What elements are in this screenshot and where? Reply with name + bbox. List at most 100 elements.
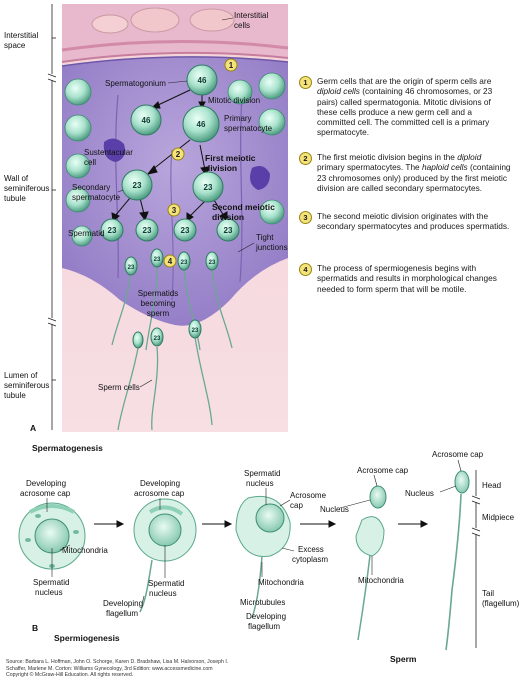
cell-number-46: 46 [142, 116, 151, 125]
step-text-segment: (containing 23 chromosomes only) produce… [317, 162, 511, 193]
developing-flagellum-label-1: Developing [103, 599, 143, 608]
spermiogenesis-stage-3 [235, 496, 291, 619]
interstitial-cells [91, 7, 235, 34]
cell-number-23: 23 [204, 183, 213, 192]
badge-text: 2 [176, 150, 181, 159]
spermatid-nucleus-label-2: nucleus [35, 588, 63, 597]
secondary-spermatocyte-label-2: spermatocyte [72, 193, 121, 202]
primary-spermatocyte-label-2: spermatocyte [224, 124, 273, 133]
cell-number-23: 23 [143, 226, 152, 235]
acrosome-cap-label: Acrosome cap [357, 466, 409, 475]
step-text-segment: The process of spermiogenesis begins wit… [317, 263, 497, 294]
elongating-spermatids [111, 264, 233, 431]
developing-acrosome-cap-label-1: Developing [140, 479, 180, 488]
source-line-1: Source: Barbara L. Hoffman, John O. Scho… [6, 659, 229, 665]
cell-number-23: 23 [133, 181, 142, 190]
sustentacular-cell-label-2: cell [84, 158, 96, 167]
spermatid-cell [216, 218, 240, 242]
step-4: 4 The process of spermiogenesis begins w… [299, 263, 511, 294]
spermiogenesis-stage-1 [18, 502, 86, 570]
source-line-2: Schaffer, Marlene M. Corton: Williams Gy… [6, 665, 213, 672]
germ-cells: 46 46 46 23 23 23 23 23 23 [100, 64, 240, 242]
cell-number-46: 46 [198, 76, 207, 85]
first-meiotic-label-1: First meiotic [205, 153, 256, 163]
sustentacular-cell-label-1: Sustentacular [84, 148, 133, 157]
tissue-labels: Interstitial cells Spermatogonium Mitoti… [68, 11, 288, 392]
spermatids-becoming-sperm-label-3: sperm [147, 309, 170, 318]
step-badge: 2 [299, 152, 312, 165]
step-text-segment: diploid [457, 152, 482, 162]
step-3-text: The second meiotic division originates w… [317, 211, 511, 232]
lumen-label-3: tubule [4, 391, 26, 400]
spermiogenesis-stage-2 [133, 498, 197, 613]
panel-b-title: Spermatogenesis [32, 443, 103, 453]
cell-number-23: 23 [128, 265, 135, 271]
nucleus-label: Nucleus [320, 505, 349, 514]
spermatid-cell [135, 218, 159, 242]
spermatid-nucleus-label-2: nucleus [149, 589, 177, 598]
wall-label-2: seminiferous [4, 184, 49, 193]
spermatogonium-cell [186, 64, 218, 96]
interstitial-space-label-1: Interstitial [4, 31, 38, 40]
secondary-spermatocyte-cell [121, 169, 153, 201]
mitochondria-label: Mitochondria [258, 578, 304, 587]
second-meiotic-label-2: division [212, 212, 244, 222]
developing-flagellum-label-1: Developing [246, 612, 286, 621]
step-1: 1 Germ cells that are the origin of sper… [299, 76, 511, 138]
mitotic-division-label: Mitotic division [208, 96, 260, 105]
spermatid-nucleus-label-1: Spermatid [244, 469, 280, 478]
step-4-text: The process of spermiogenesis begins wit… [317, 263, 511, 294]
nucleus-label: Nucleus [405, 489, 434, 498]
step-text-segment: haploid cells [421, 162, 468, 173]
seminiferous-tubule-illustration [61, 4, 289, 432]
step-2-text: The first meiotic division begins in the… [317, 152, 511, 193]
step-text-segment: The first meiotic division begins in the [317, 152, 458, 162]
sperm-label: Sperm [390, 654, 417, 664]
developing-acrosome-cap-label-2: acrosome cap [20, 489, 71, 498]
background-cells [64, 72, 286, 247]
side-labels: Interstitial space Wall of seminiferous … [4, 31, 49, 433]
step-2: 2 The first meiotic division begins in t… [299, 152, 511, 193]
spermatid-cell [173, 218, 197, 242]
spermatid-nucleus-label-2: nucleus [246, 479, 274, 488]
step-text-segment: The second meiotic division originates w… [317, 211, 510, 232]
step-text-segment: Germ cells that are the origin of sperm … [317, 76, 492, 86]
tail-label-1: Tail [482, 589, 494, 598]
lumen-label-1: Lumen of [4, 371, 38, 380]
region-brackets [47, 4, 57, 430]
spermatids-becoming-sperm-label-2: becoming [141, 299, 176, 308]
interstitial-cells-label-2: cells [234, 21, 250, 30]
interstitial-space-label-2: space [4, 41, 26, 50]
secondary-spermatocyte-label-1: Secondary [72, 183, 110, 192]
badge-text: 3 [172, 206, 177, 215]
step-text-segment: (containing 46 chromosomes, or 23 pairs)… [317, 86, 493, 138]
sustentacular-nucleus [103, 138, 125, 162]
step-badge: 3 [299, 211, 312, 224]
cell-number-23: 23 [209, 260, 216, 266]
developing-acrosome-cap-label-1: Developing [26, 479, 66, 488]
acrosome-cap-label-1: Acrosome [290, 491, 327, 500]
spermiogenesis-stage-4 [355, 485, 387, 641]
developing-flagellum-label-2: flagellum [106, 609, 138, 618]
wall-label-3: tubule [4, 194, 26, 203]
cell-number-23: 23 [108, 226, 117, 235]
excess-cytoplasm-label-1: Excess [298, 545, 324, 554]
division-arrows [111, 89, 228, 222]
spermatid-nucleus-label-1: Spermatid [148, 579, 184, 588]
excess-cytoplasm-label-2: cytoplasm [292, 555, 328, 564]
step-badge: 1 [299, 76, 312, 89]
source-line-3: Copyright © McGraw-Hill Education. All r… [6, 672, 134, 679]
head-label: Head [482, 481, 501, 490]
cell-number-23: 23 [224, 226, 233, 235]
cell-number-23: 23 [192, 328, 199, 334]
microtubules-label: Microtubules [240, 598, 285, 607]
tight-junctions-label-2: junctions [255, 243, 288, 252]
step-3: 3 The second meiotic division originates… [299, 211, 511, 232]
spermatid-label: Spermatid [68, 229, 104, 238]
spermiogenesis-label: Spermiogenesis [54, 633, 120, 643]
step-text-segment: diploid cells [317, 86, 360, 97]
figure-step-badges: 1 2 3 4 [163, 58, 238, 268]
stage-arrows [94, 520, 429, 528]
primary-spermatocyte-label-1: Primary [224, 114, 252, 123]
sperm-heads: 23 23 23 23 23 23 [124, 248, 219, 349]
